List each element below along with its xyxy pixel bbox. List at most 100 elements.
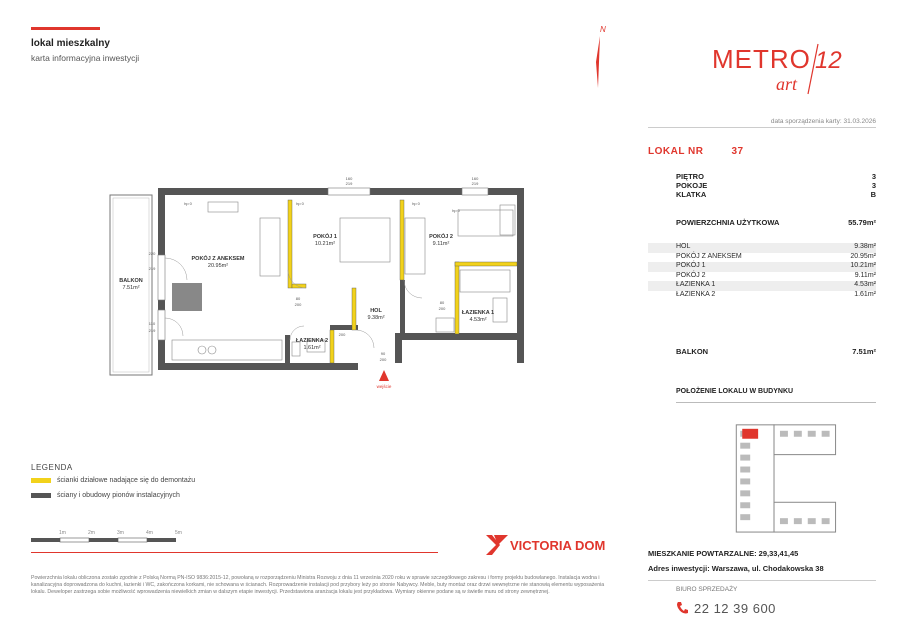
window-dim: 219 (149, 266, 156, 271)
room-area: 9.38m² (367, 315, 384, 321)
powierzchnia-label: POWIERZCHNIA UŻYTKOWA (676, 218, 780, 227)
pokoje-row: POKOJE 3 (676, 181, 876, 190)
powierzchnia-value: 55.79m² (848, 218, 876, 227)
door-dim: 80 (296, 296, 301, 301)
scale-tick: 1m (59, 530, 66, 536)
powierzchnia-row: POWIERZCHNIA UŻYTKOWA 55.79m² (676, 218, 876, 227)
room-area: 10.21m² (315, 241, 335, 247)
legend-swatch-yellow (31, 478, 51, 483)
scale-tick: 3m (117, 530, 124, 536)
window-dim: 160 (472, 176, 479, 181)
pietro-row: PIĘTRO 3 (676, 172, 876, 181)
room-name: ŁAZIENKA 2 (676, 290, 716, 298)
outer-walls (158, 188, 524, 370)
window-dim: 219 (346, 181, 353, 186)
pokoje-value: 3 (871, 181, 876, 190)
balkon-row: BALKON 7.51m² (676, 347, 876, 356)
position-title: POŁOŻENIE LOKALU W BUDYNKU (676, 388, 794, 395)
legend-label: ścianki działowe nadające się do demonta… (57, 477, 196, 484)
phone-icon (677, 602, 688, 614)
building-position-map (676, 402, 876, 533)
separator (648, 580, 876, 581)
balkon-value: 7.51m² (852, 347, 876, 356)
room-name: ŁAZIENKA 1 (676, 281, 716, 288)
room-row: POKÓJ Z ANEKSEM 20.95m² (648, 253, 876, 263)
legend-title: LEGENDA (31, 463, 73, 472)
legend-item: ściany i obudowy pionów instalacyjnych (31, 492, 180, 499)
brand-text: VICTORIA DOM (510, 538, 605, 553)
door-dim: 80 (440, 300, 445, 305)
room-row: ŁAZIENKA 2 1.61m² (648, 291, 876, 301)
hp-label: hp 0 (412, 201, 421, 206)
entrance-marker (379, 370, 389, 381)
room-name: POKÓJ 2 (676, 271, 706, 279)
logo-art: art (776, 74, 798, 94)
entrance-label: wejście (377, 384, 392, 389)
room-area: 1.61m² (854, 290, 876, 298)
room-row: ŁAZIENKA 1 4.53m² (648, 281, 876, 291)
scale-bar: 1m 2m 3m 4m 5m (31, 530, 182, 543)
pietro-label: PIĘTRO (676, 172, 704, 181)
footer-red-line (31, 552, 438, 553)
header-red-line (31, 27, 100, 30)
logo-metro: METRO (712, 44, 811, 74)
window-dim: 160 (346, 176, 353, 181)
scale-tick: 2m (88, 530, 95, 536)
lokal-value: 37 (731, 146, 744, 157)
disclaimer-text: Powierzchnia lokalu obliczona zostało zg… (31, 575, 605, 595)
sales-office-label: BIURO SPRZEDAŻY (676, 586, 738, 593)
hp-label: hp 0 (452, 208, 461, 213)
scale-tick: 5m (175, 530, 182, 536)
door-dim: 200 (339, 332, 346, 337)
room-name: POKÓJ Z ANEKSEM (676, 252, 742, 260)
window-dim: 219 (472, 181, 479, 186)
document-subtitle: karta informacyjna inwestycji (31, 53, 140, 63)
investment-address: Adres inwestycji: Warszawa, ul. Chodakow… (648, 564, 824, 573)
balkon-label: BALKON (676, 347, 709, 356)
balcony-outline (109, 194, 153, 376)
room-area: 20.95m² (850, 252, 876, 260)
room-area: 20.95m² (208, 263, 228, 269)
klatka-value: B (870, 190, 876, 199)
door-dim: 200 (380, 357, 387, 362)
room-label: POKÓJ 2 (429, 232, 453, 240)
north-arrow-icon: N (596, 25, 606, 88)
phone-number[interactable]: 22 12 39 600 (694, 601, 776, 616)
room-area: 7.51m² (122, 285, 139, 291)
door-dim: 200 (295, 302, 302, 307)
north-label: N (600, 25, 606, 34)
room-label: HOL (370, 308, 382, 314)
room-area: 1.61m² (303, 345, 320, 351)
room-label: POKÓJ 1 (313, 232, 337, 240)
window-dim: 220 (149, 251, 156, 256)
hp-label: hp 0 (184, 201, 193, 206)
room-label: ŁAZIENKA 2 (296, 338, 328, 344)
document-title: lokal mieszkalny (31, 38, 110, 49)
klatka-row: KLATKA B (676, 190, 876, 199)
repeat-units: MIESZKANIE POWTARZALNE: 29,33,41,45 (648, 549, 799, 558)
date-label: data sporządzenia karty: 31.03.2026 (648, 118, 876, 128)
legend-swatch-gray (31, 493, 51, 498)
room-area: 10.21m² (850, 262, 876, 269)
unit-highlight (742, 428, 759, 439)
room-label: BALKON (119, 278, 143, 284)
window-dim: 219 (149, 328, 156, 333)
scale-tick: 4m (146, 530, 153, 536)
room-label: ŁAZIENKA 1 (462, 310, 494, 316)
door-dim: 80 (340, 326, 345, 331)
lokal-label: LOKAL NR (648, 146, 704, 157)
room-area: 4.53m² (854, 281, 876, 288)
klatka-label: KLATKA (676, 190, 707, 199)
lokal-number: LOKAL NR 37 (648, 146, 744, 157)
metro-art-logo: METRO 12 art (712, 43, 842, 95)
door-dim: 200 (439, 306, 446, 311)
room-name: HOL (676, 243, 691, 250)
hp-label: hp 0 (296, 201, 305, 206)
door-dim: 90 (381, 351, 386, 356)
room-area: 4.53m² (469, 317, 486, 323)
pokoje-label: POKOJE (676, 181, 708, 190)
